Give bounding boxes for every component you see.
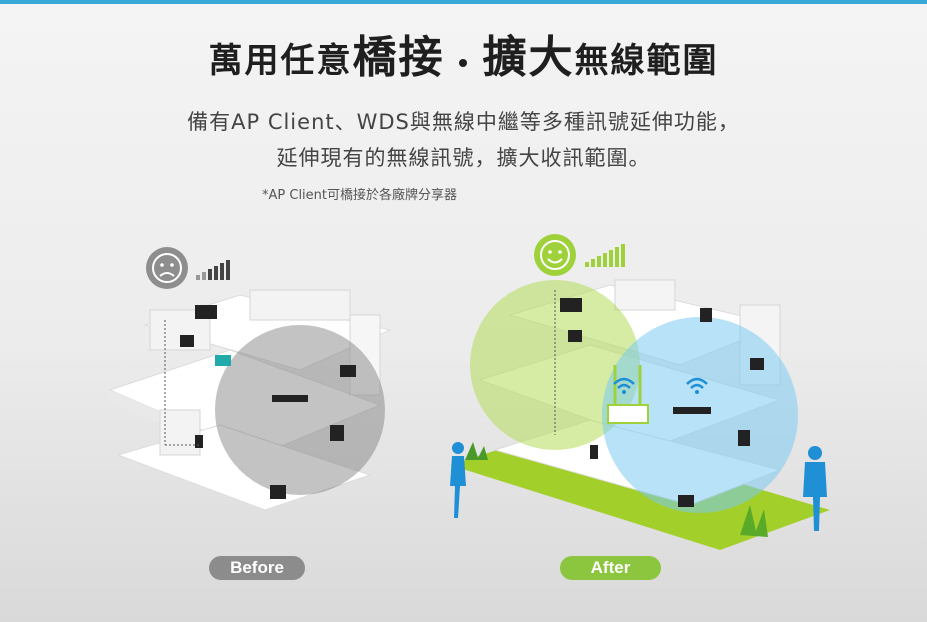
person-right-icon [800,445,830,537]
subtitle-line-2: 延伸現有的無線訊號，擴大收訊範圍。 [276,146,651,170]
footnote: *AP Client可橋接於各廠牌分享器 [262,188,458,203]
wifi-icon [612,376,636,400]
wifi-icon [685,376,709,400]
sad-face-icon [145,246,189,294]
signal-weak-icon [196,258,232,284]
signal-strong-icon [585,243,627,271]
subtitle-line-1: 備有AP Client、WDS與無線中繼等多種訊號延伸功能， [187,110,740,134]
page-title: 萬用任意橋接擴大無線範圍 [0,30,927,89]
after-illustration [440,230,840,550]
title-dot [458,58,467,67]
title-part-4: 無線範圍 [574,41,719,81]
title-part-3: 擴大 [482,32,575,83]
person-left-icon [444,440,474,524]
before-illustration [100,230,400,530]
title-part-2: 橋接 [352,32,445,83]
after-label: After [560,556,661,580]
top-accent-line [0,0,927,4]
happy-face-icon [533,233,577,281]
title-part-1: 萬用任意 [208,41,353,81]
before-label: Before [209,556,305,580]
